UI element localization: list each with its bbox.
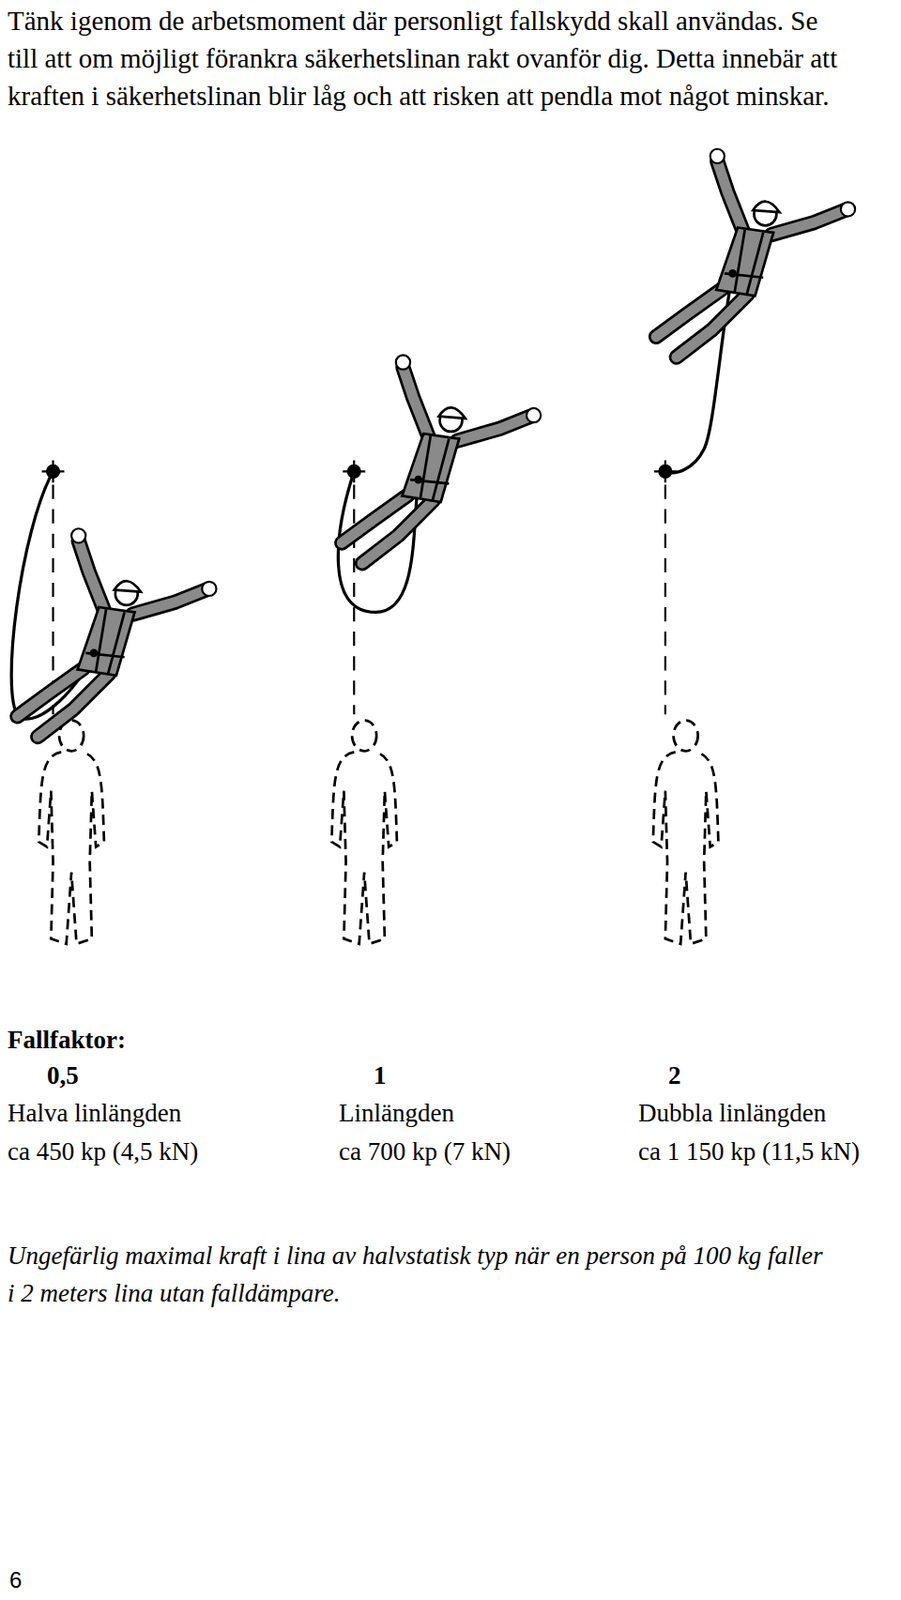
table-cell: ca 1 150 kp (11,5 kN) [638, 1134, 860, 1169]
caption: Ungefärlig maximal kraft i lina av halvs… [7, 1236, 825, 1313]
table-cell: ca 700 kp (7 kN) [338, 1134, 511, 1169]
fall-factor: 2 [668, 1058, 682, 1093]
table-heading: Fallfaktor: [7, 1023, 126, 1057]
table-cell: Halva linlängden [7, 1096, 182, 1131]
table-cell: ca 450 kp (4,5 kN) [7, 1134, 199, 1169]
intro-text: Tänk igenom de arbetsmoment där personli… [7, 1, 853, 115]
fall-factor: 0,5 [46, 1058, 79, 1093]
table-cell: Dubbla linlängden [638, 1096, 826, 1131]
fall-factor: 1 [373, 1058, 387, 1093]
table-cell: Linlängden [338, 1096, 455, 1131]
page-number: 6 [9, 1565, 22, 1596]
